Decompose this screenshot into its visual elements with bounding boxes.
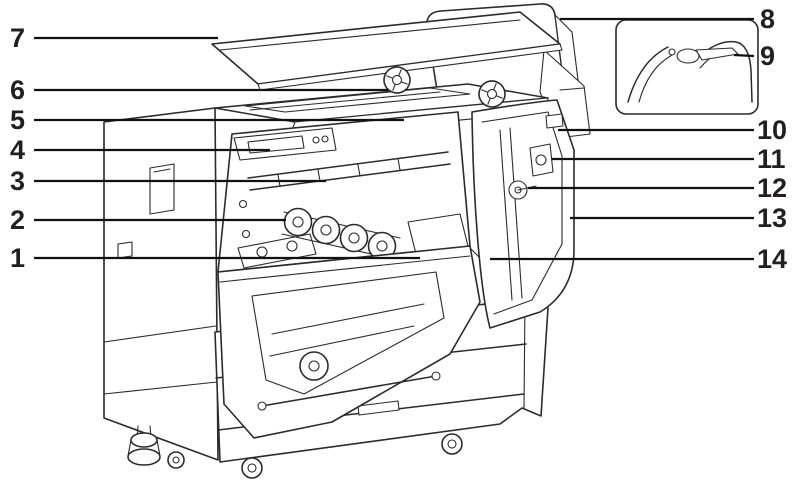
inset-detail-box <box>615 19 759 115</box>
callout-number-12: 12 <box>757 173 787 203</box>
roller-detail <box>627 40 753 103</box>
callout-number-13: 13 <box>757 203 787 233</box>
callout-11: 11 <box>552 144 786 174</box>
callout-number-5: 5 <box>10 105 25 135</box>
waste-cartridge <box>237 233 317 269</box>
side-door-open <box>471 99 575 329</box>
callout-number-7: 7 <box>10 23 25 53</box>
door-knob <box>299 351 329 381</box>
callout-13: 13 <box>570 203 787 233</box>
callouts: 7 6 5 4 3 2 1 8 <box>10 4 787 274</box>
callout-8: 8 <box>560 4 775 34</box>
callout-1: 1 <box>10 243 420 273</box>
callout-number-8: 8 <box>760 4 775 34</box>
transfer-roller-unit <box>529 143 554 177</box>
callout-9: 9 <box>733 41 775 71</box>
callout-number-10: 10 <box>757 115 787 145</box>
callout-number-9: 9 <box>760 41 775 71</box>
callout-12: 12 <box>528 173 787 203</box>
callout-number-14: 14 <box>757 244 787 274</box>
left-side-panel <box>103 107 219 461</box>
callout-number-4: 4 <box>10 135 25 165</box>
callout-6: 6 <box>10 75 388 105</box>
callout-7: 7 <box>10 23 218 53</box>
leader-line-9 <box>733 53 755 58</box>
callout-number-11: 11 <box>757 144 786 174</box>
toner-cartridges <box>281 207 401 261</box>
detail-lever <box>695 47 739 61</box>
callout-2: 2 <box>10 205 286 235</box>
callout-4: 4 <box>10 135 270 165</box>
caster-wheels <box>167 433 463 479</box>
callout-5: 5 <box>10 105 404 135</box>
interior-opening <box>217 111 471 273</box>
callout-number-6: 6 <box>10 75 25 105</box>
control-panel <box>233 127 337 161</box>
callout-number-1: 1 <box>10 243 25 273</box>
scanner-assembly-raised <box>211 11 563 91</box>
callout-10: 10 <box>558 115 787 145</box>
front-door-open <box>217 245 481 439</box>
door-rod <box>261 375 437 407</box>
door-top-latch <box>545 113 564 129</box>
tray-handle-2 <box>357 400 400 416</box>
callout-number-2: 2 <box>10 205 25 235</box>
toner-lock-knobs <box>383 66 506 108</box>
callout-3: 3 <box>10 166 326 196</box>
release-lever <box>508 180 537 200</box>
leveler-foot <box>127 425 161 466</box>
callout-14: 14 <box>490 244 787 274</box>
left-handle-recess <box>149 163 175 215</box>
callout-number-3: 3 <box>10 166 25 196</box>
